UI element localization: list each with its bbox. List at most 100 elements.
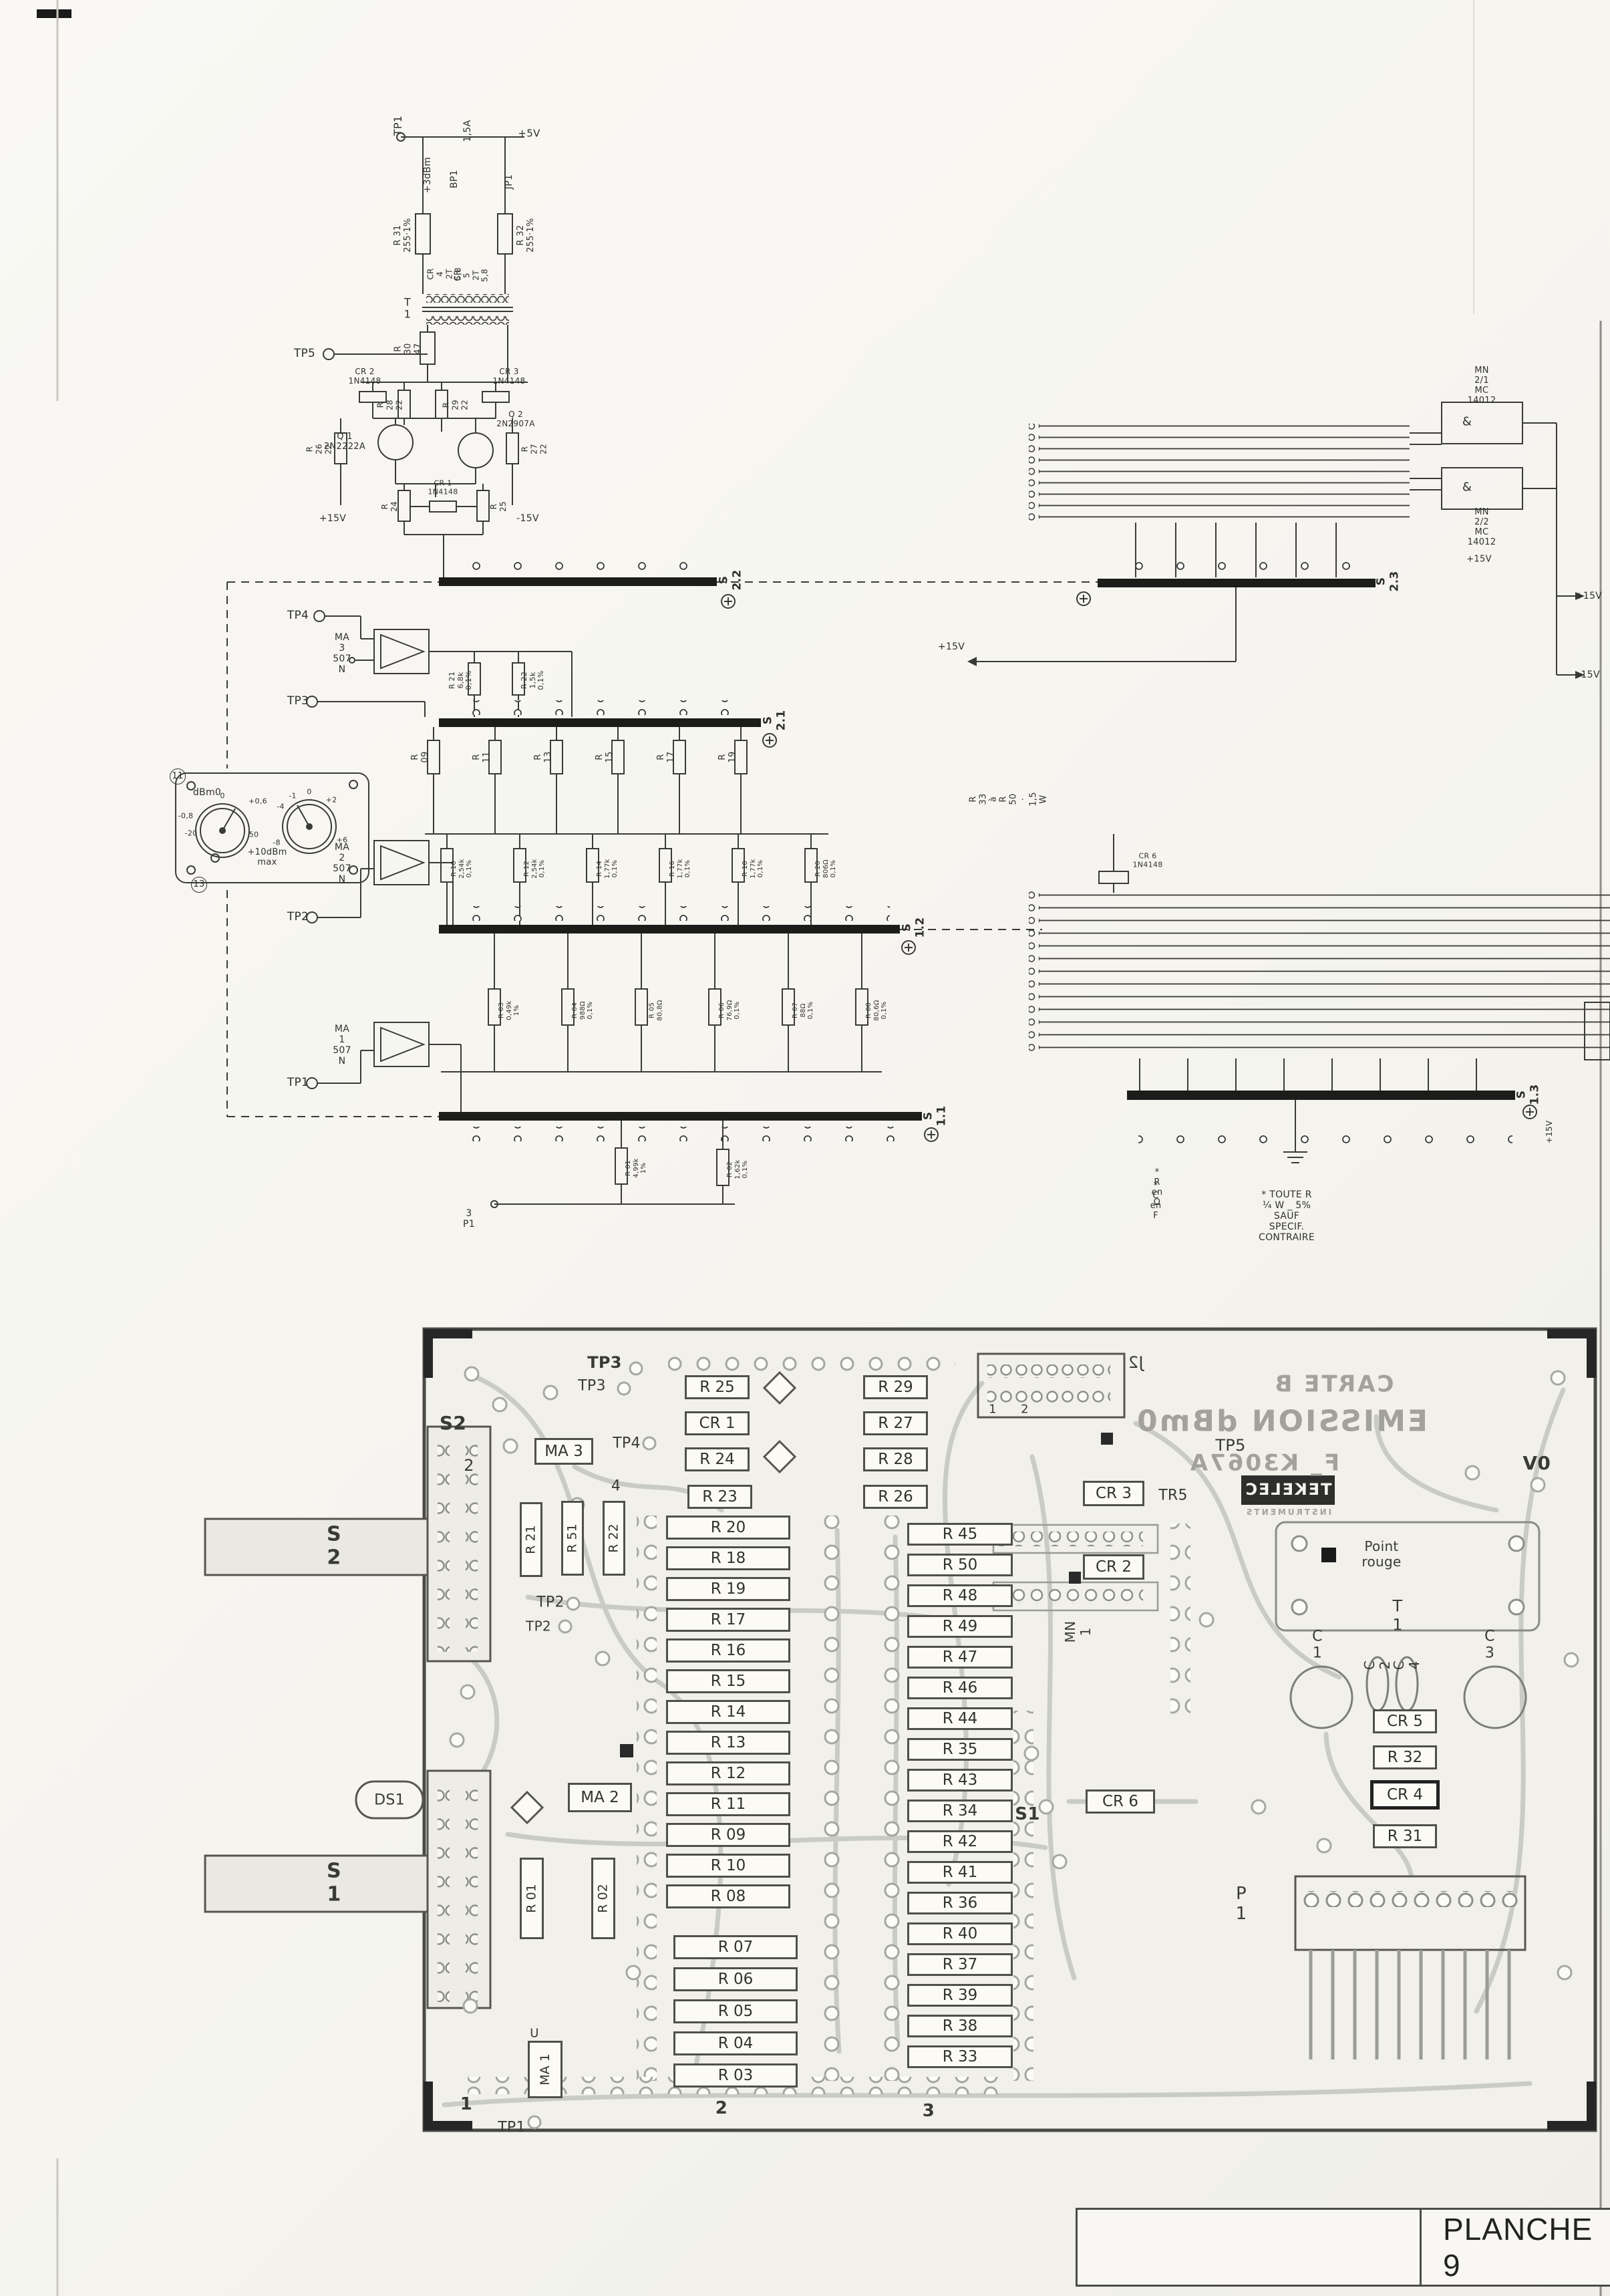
schematic-label: CR 5 2T 5,8 [452,269,490,282]
schematic-label: +2 [325,795,337,805]
pcb-component-designator: R 01 [524,1884,540,1913]
pcb-component: R 05 [673,1999,798,2023]
pcb-component: R 10 [666,1854,790,1878]
pcb-component-designator: R 43 [942,1771,978,1789]
pcb-component-designator: R 26 [878,1488,913,1505]
schematic-label: & [1462,414,1472,429]
schematic-label: R 14 1,77k 0,1% [595,859,619,879]
pcb-component-designator: R 21 [524,1525,539,1554]
pcb-component-designator: R 38 [942,2017,978,2035]
pcb-component-designator: R 06 [717,1971,754,1988]
switch-bar-s1-1 [439,1112,939,1208]
schematic-label: TP4 [287,609,309,623]
pcb-label: U [530,2026,539,2041]
schematic-label: CR 3 1N4148 [492,367,526,386]
schematic-label: TP1 [287,1076,309,1090]
pcb-component-designator: R 03 [717,2067,754,2084]
pcb-component-designator: R 18 [710,1550,746,1567]
opamp-ma1 [306,1022,462,1112]
pcb-component: R 34 [907,1800,1013,1822]
pcb-label: 2 [1021,1402,1029,1417]
pcb-component: CR 6 [1086,1789,1155,1814]
pcb-component: R 24 [685,1447,750,1471]
pcb-label: DS1 [374,1791,405,1809]
pcb-component-designator: R 25 [699,1379,735,1396]
schematic-label: MN 2/2 MC 14012 [1467,507,1496,547]
pcb-component-designator: CR 2 [1096,1558,1132,1576]
pcb-label: MN 1 [1062,1620,1094,1643]
pcb-label: TP4 [613,1435,641,1452]
title-block: PLANCHE 9 [1076,2208,1610,2287]
pcb-component: R 31 [1373,1824,1437,1848]
schematic-label: * TOUTE R ¼ W _ 5% SAUF SPECIF. CONTRAIR… [1259,1189,1315,1244]
schematic-label: +6 [336,835,348,845]
pcb-label: TP3 [587,1353,622,1373]
pcb-component-designator: CR 6 [1102,1793,1138,1810]
pcb-label: 1 [460,2094,473,2115]
pcb-component: R 17 [666,1608,790,1632]
pcb-label: P 1 [1235,1884,1247,1924]
pcb-label: S 2 [327,1522,341,1569]
pcb-label: TP5 [1215,1436,1246,1455]
pcb-component-designator: R 23 [702,1488,738,1505]
schematic-label: 13 [191,877,207,893]
pcb-component-designator: R 12 [710,1765,746,1782]
pcb-component: R 23 [687,1485,752,1509]
pcb-component-designator: R 28 [878,1451,913,1468]
pcb-label: C 4 [1391,1660,1422,1671]
schematic-label: dBm0 [192,786,222,798]
pcb-component-designator: R 04 [717,2035,754,2052]
pcb-component-designator: R 14 [710,1703,746,1721]
schematic-label: CR 1 1N4148 [428,478,458,496]
pcb-component-designator: R 36 [942,1894,978,1912]
pcb-label: TP2 [536,1594,565,1611]
schematic-label: -15V [1577,669,1600,680]
pcb-component: R 08 [666,1884,790,1908]
pcb-component: R 40 [907,1922,1013,1945]
schematic-label: R 01 4,99k 1% [624,1158,647,1178]
pcb-component: R 16 [666,1638,790,1663]
pcb-component-designator: R 46 [942,1679,978,1697]
switch-bar-s2-1-ladder [425,700,828,925]
t1-region [1275,1521,1541,1632]
pcb-component: R 42 [907,1830,1013,1853]
schematic-label: R 31 255·1% [393,218,413,253]
pcb-component-designator: R 29 [878,1379,913,1396]
schematic-label: +15V [1575,590,1603,601]
schematic-label: R 12 2,54k 0,1% [522,859,546,879]
pcb-component-designator: R 34 [942,1802,978,1820]
scattered-pads [449,1361,1579,2130]
pcb-component: R 46 [907,1677,1013,1699]
schematic-label: Q 1 2N2222A [323,432,366,452]
pcb-label: 1 [989,1402,997,1417]
schematic-label: -1 [289,791,297,801]
schematic-label: R 27 22 [520,444,548,454]
pcb-label: S 1 [327,1859,341,1906]
pcb-component-designator: R 19 [710,1580,746,1598]
schematic-label: +15V [1466,554,1492,565]
pcb-component: R 49 [907,1615,1013,1638]
pcb-component: R 37 [907,1953,1013,1976]
pcb-component: CR 5 [1373,1709,1437,1733]
rotary-switch-s2 [204,1425,492,1663]
schematic-label: R 28 22 [375,400,404,410]
schematic-label: BP1 [448,170,460,188]
pcb-component: MA 3 [534,1438,593,1465]
pcb-label: TP2 [526,1618,551,1634]
pcb-component-designator: R 48 [942,1587,978,1604]
logic-bus-top [967,402,1585,679]
schematic-label: S 1.2 [900,917,927,938]
schematic-label: S 2.3 [1374,571,1401,592]
schematic-label: R 21 6,8k 0,1% [448,670,474,690]
pcb-component-designator: CR 3 [1096,1485,1132,1502]
pcb-component-designator: R 13 [710,1734,746,1751]
pcb-label: 2 [464,1456,474,1475]
pcb-component-designator: R 41 [942,1864,978,1881]
schematic-label: S 1.3 [1514,1084,1541,1105]
schematic-artwork [175,132,1610,1208]
pcb-label: J2 [1128,1353,1144,1373]
switch-bar-s2-2 [439,560,736,609]
opamp-ma2 [306,840,454,925]
pcb-component-designator: R 17 [710,1611,746,1628]
pcb-component: R 26 [863,1485,928,1509]
